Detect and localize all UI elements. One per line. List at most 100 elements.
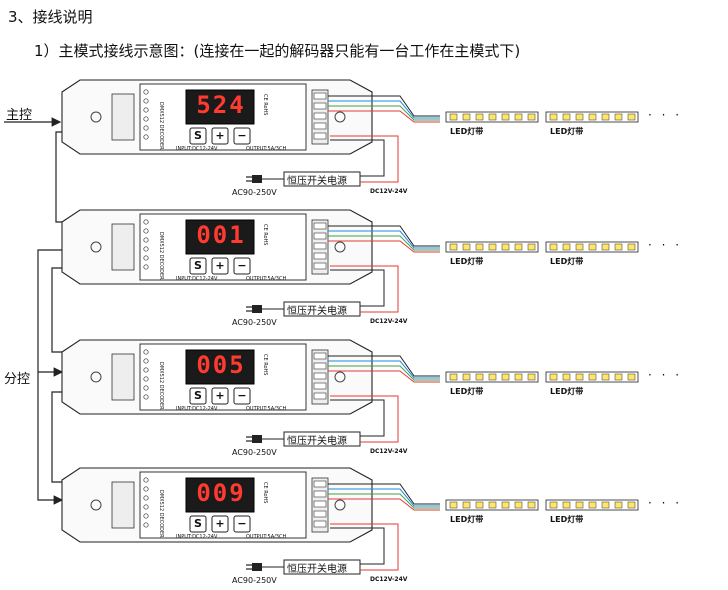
output-terminal	[313, 242, 327, 250]
slave-bus-line	[37, 249, 70, 505]
decoder-button-btn_s	[189, 257, 207, 275]
dc-output-label: DC12V-24V	[370, 188, 408, 195]
led-chip	[562, 501, 571, 509]
psu-label: 恒压开关电源	[287, 176, 347, 187]
psu-label: 恒压开关电源	[287, 436, 347, 447]
output-wire	[328, 365, 440, 381]
output-spec-label: OUTPUT:5A/3CH	[246, 534, 287, 540]
output-wire	[328, 498, 440, 511]
output-terminal	[313, 362, 327, 370]
strip-continuation: · · ·	[648, 368, 683, 382]
output-spec-label: OUTPUT:5A/3CH	[246, 406, 287, 412]
terminal-screw	[143, 477, 149, 483]
led-chip	[601, 373, 610, 381]
chain-line-3-4	[51, 391, 70, 483]
mount-hole-right	[334, 499, 346, 511]
led-chip	[627, 243, 636, 251]
decoder-model-label: DMX512 DECODER	[158, 232, 164, 280]
decoder-button-btn_minus	[233, 515, 251, 533]
terminal-screw	[143, 255, 149, 261]
terminal-screw	[143, 394, 149, 400]
decoder-model-label: DMX512 DECODER	[158, 102, 164, 150]
terminal-screw	[143, 134, 149, 140]
led-chip	[588, 501, 597, 509]
led-chip	[514, 501, 523, 509]
dmx-terminal-block	[111, 353, 135, 401]
decoder-button-btn_s	[189, 387, 207, 405]
dc-wire-negative	[330, 527, 385, 565]
output-terminal	[313, 132, 327, 140]
psu-label: 恒压开关电源	[287, 306, 347, 317]
led-chip	[488, 243, 497, 251]
terminal-screw	[143, 513, 149, 519]
led-chip	[575, 243, 584, 251]
button-plus-label: +	[215, 129, 225, 142]
display-window	[185, 89, 255, 125]
dmx-terminal-block	[111, 481, 135, 529]
led-chip	[462, 243, 471, 251]
psu-label: 恒压开关电源	[287, 564, 347, 575]
rohs-label: CE RoHS	[262, 224, 268, 246]
led-chip	[501, 373, 510, 381]
terminal-screw	[143, 504, 149, 510]
terminal-screw	[143, 385, 149, 391]
ac-plug	[252, 305, 262, 313]
mount-hole-left	[90, 499, 102, 511]
led-chip	[514, 113, 523, 121]
output-terminal	[313, 232, 327, 240]
button-s-label: S	[194, 389, 202, 402]
decoder-button-btn_plus	[211, 127, 229, 145]
led-chip	[462, 373, 471, 381]
terminal-screw	[143, 349, 149, 355]
led-chip	[501, 113, 510, 121]
decoder-button-btn_minus	[233, 387, 251, 405]
display-window	[185, 349, 255, 385]
display-digits: 524	[196, 91, 246, 119]
led-chip	[449, 113, 458, 121]
mount-hole-left	[90, 111, 102, 123]
led-chip	[614, 501, 623, 509]
led-strip-label: LED灯带	[550, 127, 584, 136]
terminal-screw	[143, 246, 149, 252]
terminal-screw	[143, 264, 149, 270]
decoder-button-btn_minus	[233, 127, 251, 145]
led-strip-label: LED灯带	[450, 257, 484, 266]
output-wire	[328, 240, 440, 253]
dc-wire-positive	[330, 395, 399, 443]
output-terminal	[313, 222, 327, 230]
display-digits: 001	[196, 221, 246, 249]
led-chip	[475, 501, 484, 509]
led-chip	[627, 113, 636, 121]
input-spec-label: INPUT:DC12-24V	[176, 406, 218, 412]
led-chip	[575, 501, 584, 509]
button-minus-label: −	[237, 129, 247, 142]
ac-plug	[252, 175, 262, 183]
rohs-label: CE RoHS	[262, 482, 268, 504]
output-terminal	[313, 510, 327, 518]
led-chip	[527, 243, 536, 251]
terminal-screw	[143, 486, 149, 492]
ac-input-label: AC90-250V	[232, 188, 277, 197]
led-strip-label: LED灯带	[550, 387, 584, 396]
terminal-screw	[143, 495, 149, 501]
terminal-screw	[143, 89, 149, 95]
led-chip	[562, 113, 571, 121]
master-control-label: 主控	[6, 108, 33, 123]
led-chip	[601, 113, 610, 121]
rohs-label: CE RoHS	[262, 94, 268, 116]
strip-continuation: · · ·	[648, 496, 683, 510]
section-heading: 3、接线说明	[8, 8, 93, 26]
output-terminal	[313, 500, 327, 508]
decoder-unit-1	[61, 79, 639, 187]
ac-input-label: AC90-250V	[232, 448, 277, 457]
output-wire	[328, 225, 440, 247]
led-chip	[449, 501, 458, 509]
dc-wire-negative	[330, 139, 385, 177]
output-terminal	[313, 122, 327, 130]
button-s-label: S	[194, 129, 202, 142]
led-chip	[514, 373, 523, 381]
terminal-screw	[143, 367, 149, 373]
led-chip	[614, 113, 623, 121]
dmx-terminal-block	[111, 223, 135, 271]
led-chip	[575, 373, 584, 381]
